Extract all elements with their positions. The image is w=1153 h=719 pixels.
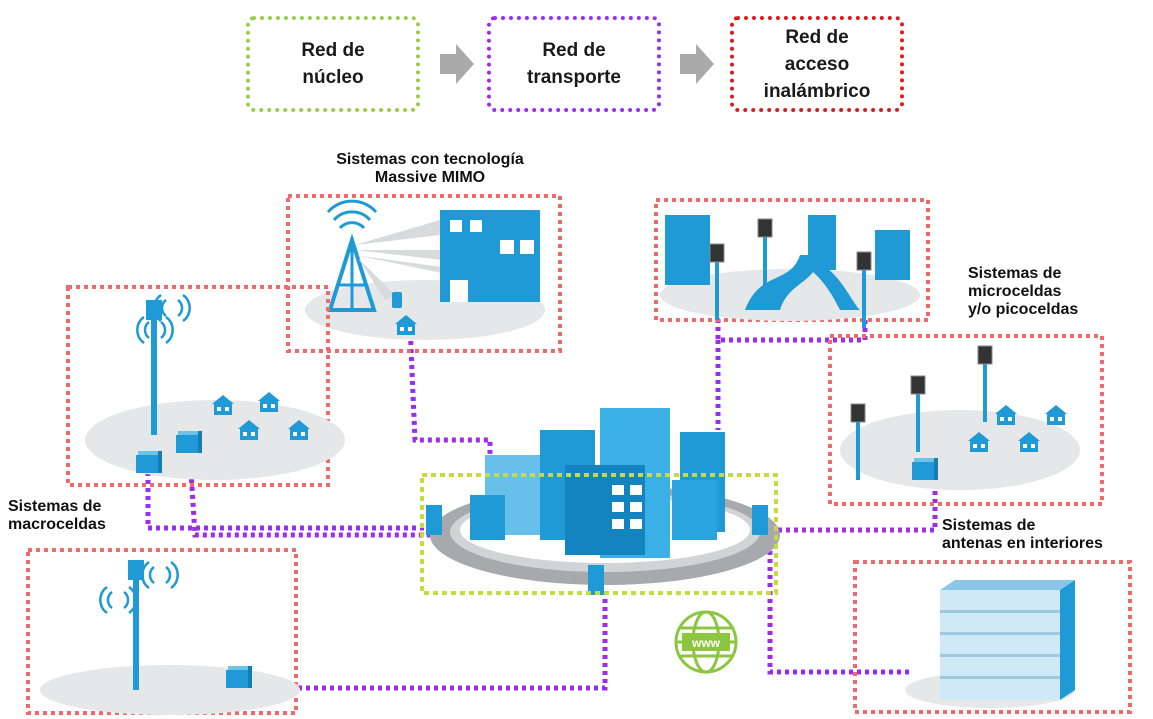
microcell-scene: [840, 345, 1080, 490]
indoor-antenna-scene: [905, 580, 1075, 708]
caption-massive-mimo: Sistemas con tecnología Massive MIMO: [336, 151, 524, 186]
arrow-right-icon: [440, 44, 474, 84]
www-globe-icon: [674, 610, 738, 674]
caption-microcells: Sistemas de microceldas y/o picoceldas: [968, 265, 1079, 318]
legend-transport-label: Red de transporte: [527, 40, 621, 88]
legend-core-label: Red de núcleo: [301, 40, 365, 88]
legend-access-network: Red de acceso inalámbrico: [730, 16, 904, 112]
street-smallcells-scene: [660, 215, 920, 329]
caption-macrocells: Sistemas de macroceldas: [8, 498, 106, 533]
caption-indoor-antennas: Sistemas de antenas en interiores: [942, 517, 1103, 552]
arrow-right-icon: [680, 44, 714, 84]
macrocell-scene-bottom: [40, 560, 300, 715]
www-label: www: [691, 636, 721, 650]
legend-core-network: Red de núcleo: [246, 16, 420, 112]
legend-access-label: Red de acceso inalámbrico: [763, 26, 871, 102]
macrocell-scene-top: [85, 293, 345, 480]
massive-mimo-scene: [305, 199, 545, 340]
core-network-box: [420, 473, 778, 595]
core-city-scene: [426, 408, 780, 595]
legend-transport-network: Red de transporte: [487, 16, 661, 112]
